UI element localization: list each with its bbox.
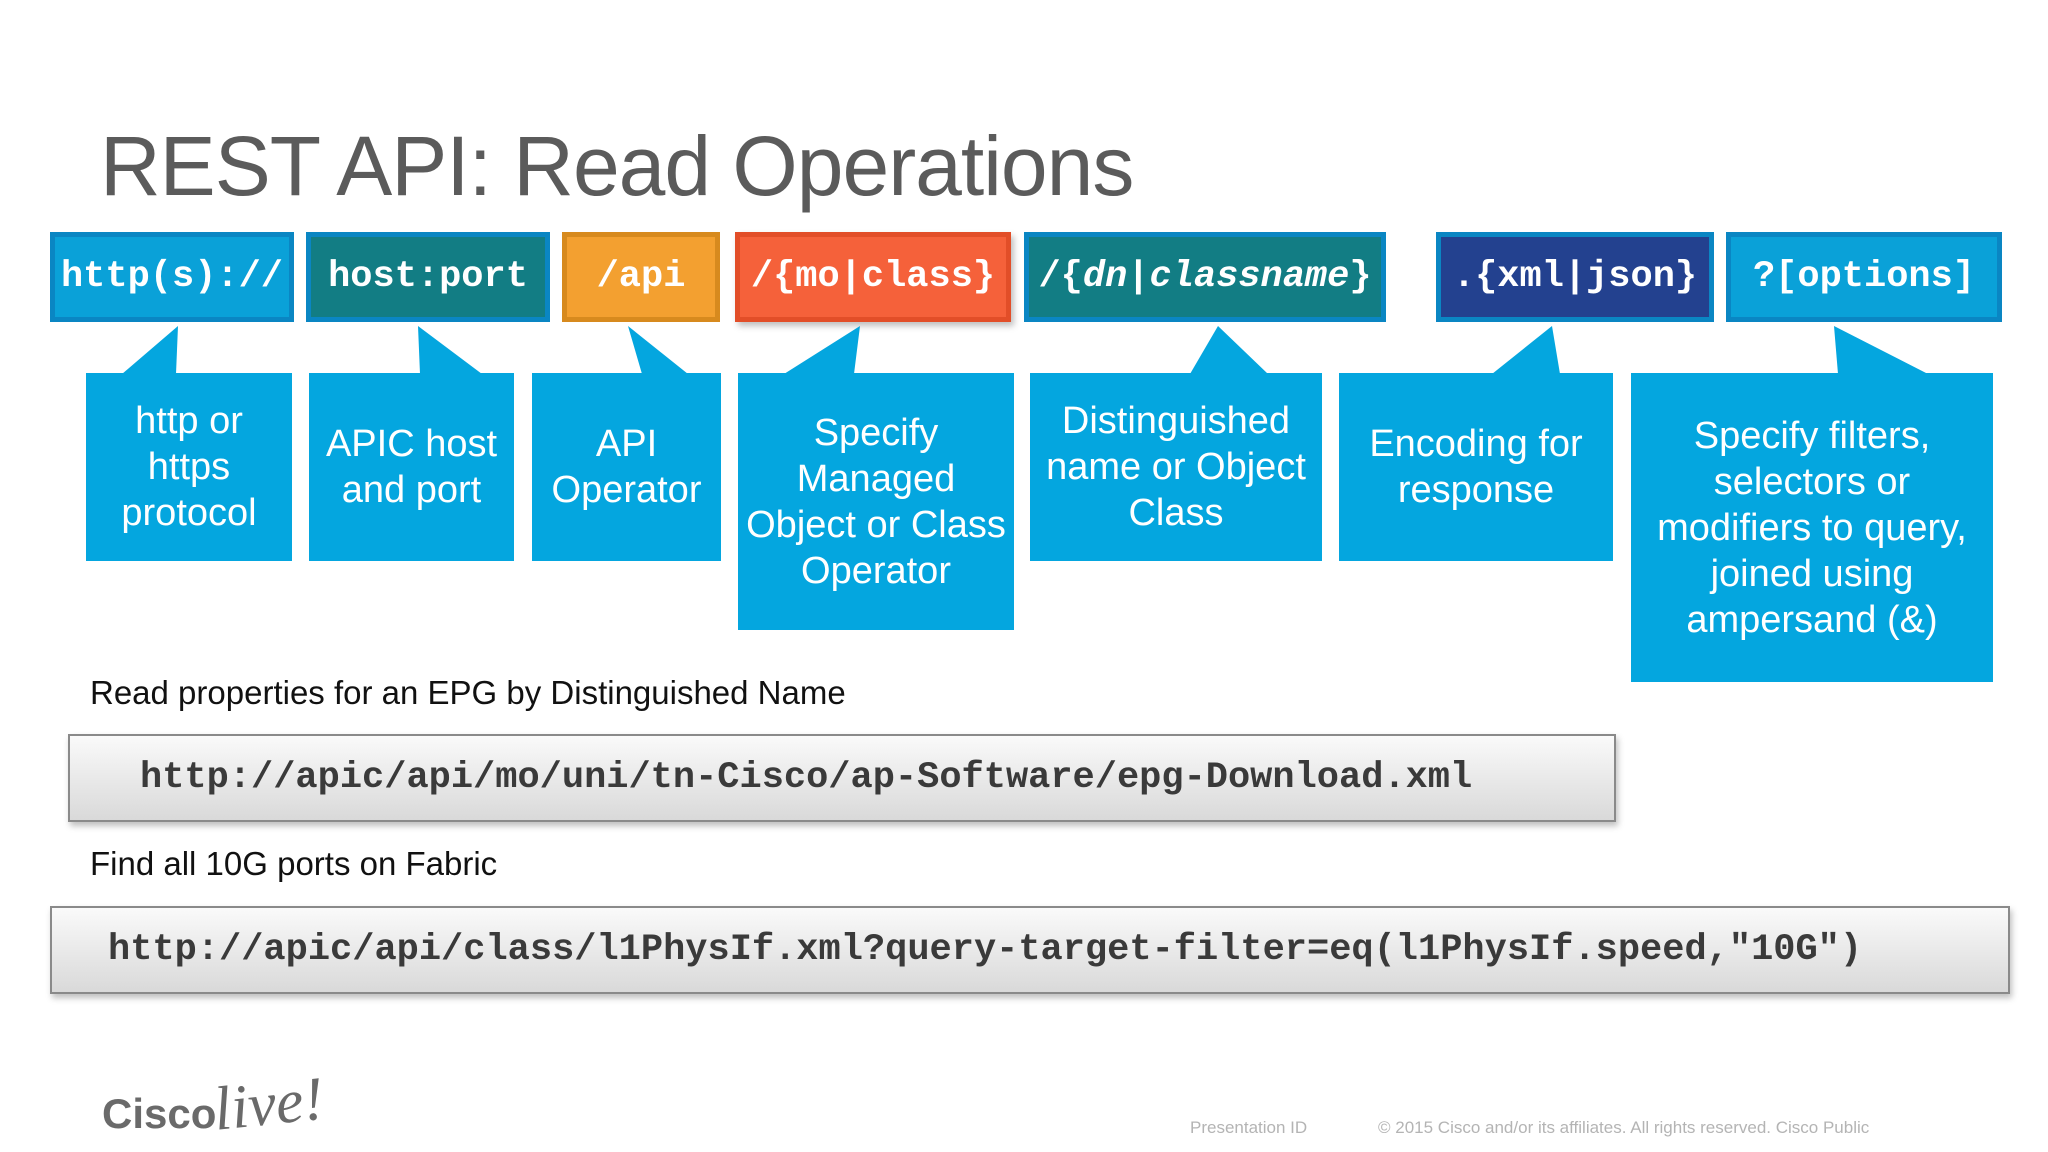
pointer-api: [628, 326, 688, 374]
pointer-options: [1834, 326, 1928, 374]
callout-protocol: http or https protocol: [86, 373, 292, 561]
callout-dn-classname: Distinguished name or Object Class: [1030, 373, 1322, 561]
segment-host-port: host:port: [306, 232, 550, 322]
example-2-url: http://apic/api/class/l1PhysIf.xml?query…: [108, 929, 1863, 971]
segment-dn-main: dn|classname: [1082, 256, 1350, 298]
callout-protocol-text: http or https protocol: [121, 400, 257, 534]
pointer-encoding: [1492, 326, 1560, 374]
segment-mo-class-main: mo|class: [795, 256, 973, 298]
callout-dn-classname-text: Distinguished name or Object Class: [1046, 400, 1306, 534]
segment-protocol-text: http(s)://: [60, 256, 284, 298]
segment-dn-prefix: /{: [1038, 256, 1083, 298]
example-1-label: Read properties for an EPG by Distinguis…: [90, 674, 846, 711]
example-2-label: Find all 10G ports on Fabric: [90, 845, 498, 882]
segment-encoding: .{xml|json}: [1436, 232, 1714, 322]
segment-options: ?[options]: [1726, 232, 2002, 322]
segment-dn-classname: /{dn|classname}: [1024, 232, 1386, 322]
footer-presentation-id: Presentation ID: [1190, 1118, 1308, 1137]
segment-protocol: http(s)://: [50, 232, 294, 322]
callout-encoding: Encoding for response: [1339, 373, 1613, 561]
callout-mo-class-text: Specify Managed Object or Class Operator: [746, 411, 1006, 592]
pointer-mo-class: [784, 326, 860, 374]
footer-copyright: © 2015 Cisco and/or its affiliates. All …: [1378, 1118, 1870, 1137]
segment-mo-class-prefix: /{: [750, 256, 796, 298]
callout-encoding-text: Encoding for response: [1369, 423, 1583, 511]
logo-brand-text: Cisco: [102, 1090, 216, 1137]
segment-api: /api: [562, 232, 720, 322]
example-1-url-box: http://apic/api/mo/uni/tn-Cisco/ap-Softw…: [68, 734, 1616, 822]
segment-api-text: /api: [596, 256, 686, 298]
callout-mo-class: Specify Managed Object or Class Operator: [738, 373, 1014, 630]
example-1-url: http://apic/api/mo/uni/tn-Cisco/ap-Softw…: [140, 757, 1473, 799]
segment-dn-suffix: }: [1349, 256, 1372, 298]
callout-host-port: APIC host and port: [309, 373, 514, 561]
cisco-live-logo: Cisco live!: [102, 1065, 327, 1144]
pointer-host-port: [418, 326, 482, 374]
example-2-url-box: http://apic/api/class/l1PhysIf.xml?query…: [50, 906, 2010, 994]
callout-host-port-text: APIC host and port: [325, 423, 498, 511]
segment-options-text: ?[options]: [1752, 256, 1976, 298]
segment-host-port-text: host:port: [328, 256, 528, 298]
callout-api: API Operator: [532, 373, 721, 561]
segment-encoding-text: .{xml|json}: [1452, 256, 1698, 298]
pointer-dn-classname: [1190, 326, 1268, 374]
callout-options-text: Specify filters, selectors or modifiers …: [1657, 414, 1967, 641]
pointer-protocol: [122, 326, 178, 374]
callout-api-text: API Operator: [551, 423, 702, 511]
callout-options: Specify filters, selectors or modifiers …: [1631, 373, 1993, 682]
slide-title: REST API: Read Operations: [100, 119, 1134, 213]
logo-script-text: live!: [210, 1065, 327, 1144]
segment-mo-class: /{mo|class}: [735, 232, 1011, 322]
segment-mo-class-suffix: }: [972, 256, 996, 298]
